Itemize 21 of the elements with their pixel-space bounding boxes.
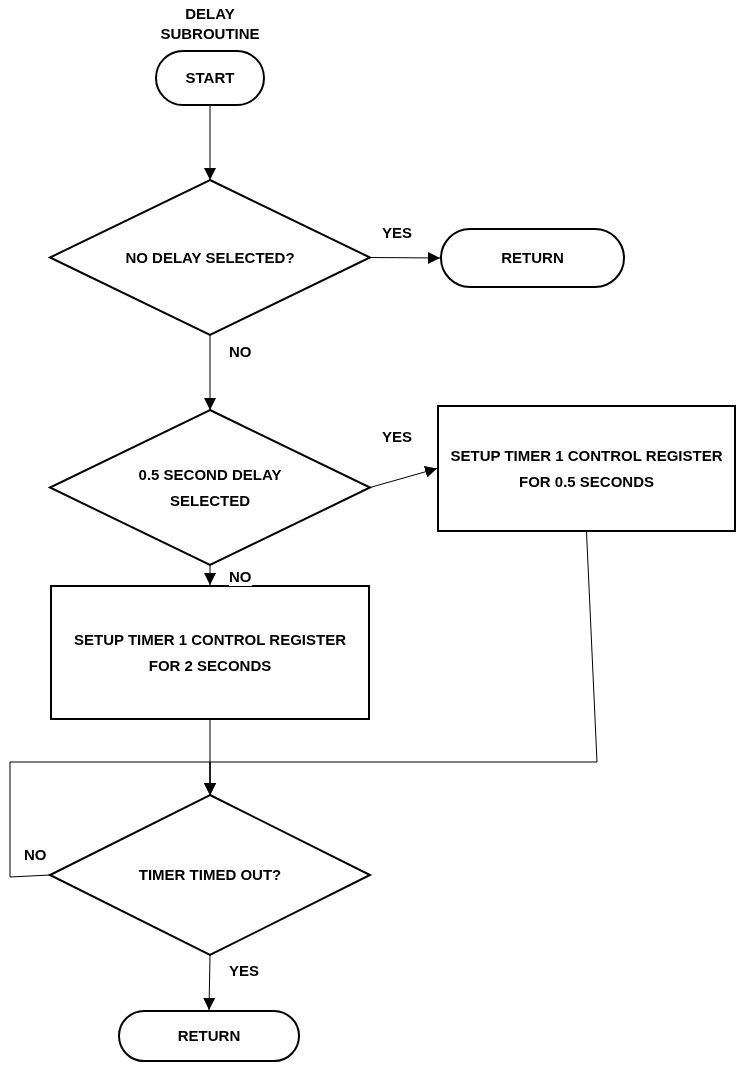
process-box (437, 405, 736, 532)
terminal-box (440, 228, 625, 288)
node-text: NO DELAY SELECTED? (125, 247, 295, 268)
node-text: TIMER TIMED OUT? (138, 865, 282, 885)
arrow (204, 105, 216, 181)
arrow (204, 564, 216, 586)
node-text: SETUP TIMER 1 CONTROL REGISTER FOR 2 SECONDS (73, 629, 347, 676)
node-text: 0.5 SECOND DELAY SELECTED (137, 464, 283, 511)
terminal-box (118, 1010, 300, 1062)
arrow (9, 761, 216, 878)
arrow (203, 954, 216, 1011)
node-text: SETUP TIMER 1 CONTROL REGISTER FOR 0.5 SECONDS (449, 445, 724, 492)
node-text: START (185, 68, 235, 88)
node-text: RETURN (501, 248, 564, 268)
arrow (204, 334, 216, 411)
process-box (50, 585, 370, 720)
node-text: RETURN (177, 1026, 241, 1046)
arrow (369, 466, 438, 488)
terminal-box (155, 50, 265, 106)
title: DELAY SUBROUTINE (159, 4, 261, 44)
arrow (369, 251, 441, 264)
